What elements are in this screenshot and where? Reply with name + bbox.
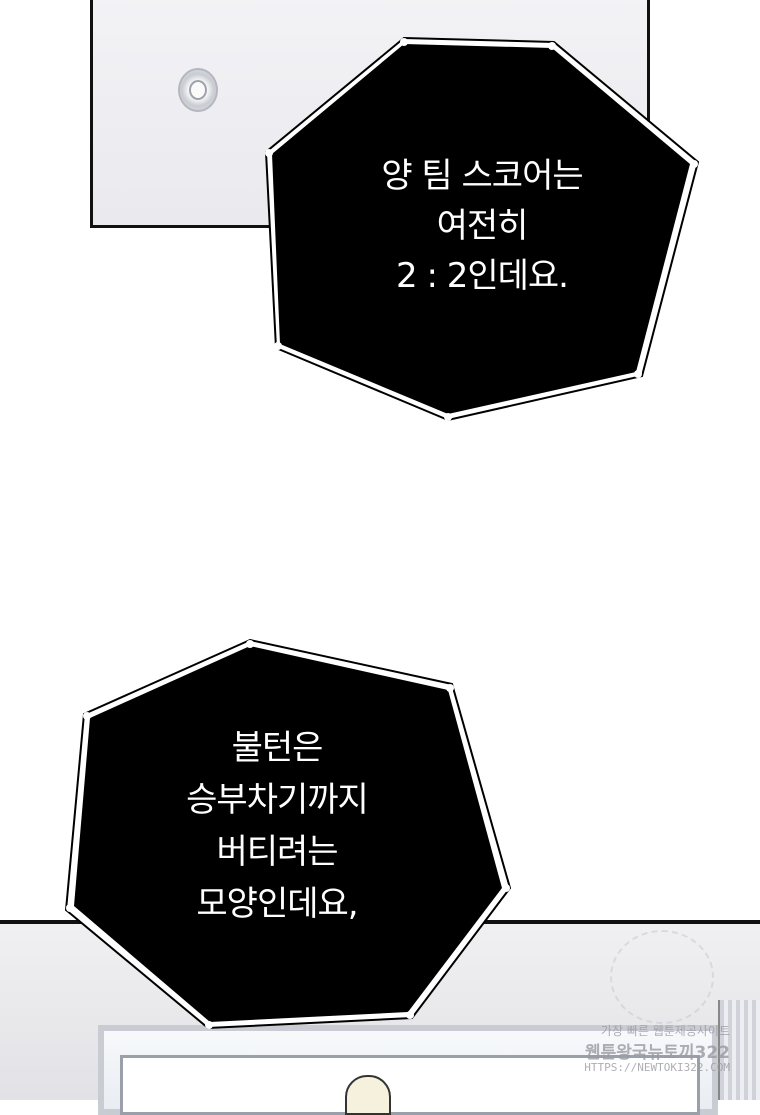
- speech-bubble-1-shape: [264, 36, 700, 422]
- bubble-2-line-2: 승부차기까지: [186, 780, 369, 820]
- speech-bubble-1: 양 팀 스코어는 여전히 2 : 2인데요.: [262, 36, 702, 426]
- bubble-1-line-2: 여전히: [436, 206, 529, 246]
- bubble-2-line-1: 불턴은: [231, 728, 324, 768]
- speech-bubble-1-text: 양 팀 스코어는 여전히 2 : 2인데요.: [262, 148, 702, 304]
- bubble-2-line-4: 모양인데요,: [196, 884, 358, 924]
- shelf: [718, 1000, 760, 1100]
- bubble-1-line-3: 2 : 2인데요.: [396, 256, 569, 296]
- watermark-site-name: 웹툰왕국뉴토끼322: [585, 1043, 730, 1063]
- speech-bubble-2: 불턴은 승부차기까지 버티려는 모양인데요,: [64, 638, 514, 1032]
- character-head-partial: [345, 1075, 391, 1115]
- speech-bubble-2-text: 불턴은 승부차기까지 버티려는 모양인데요,: [52, 720, 502, 932]
- bubble-2-line-3: 버티려는: [216, 832, 338, 872]
- watermark-url: HTTPS://NEWTOKI322.COM: [584, 1061, 730, 1074]
- wall-light-fixture: [178, 68, 218, 112]
- site-watermark: 가장 빠른 웹툰제공사이트 웹툰왕국뉴토끼322 HTTPS://NEWTOKI…: [560, 930, 760, 1090]
- speech-bubble-2-shape: [64, 638, 512, 1030]
- watermark-tagline: 가장 빠른 웹툰제공사이트: [600, 1024, 730, 1038]
- bubble-1-line-1: 양 팀 스코어는: [381, 156, 583, 196]
- watermark-mascot-icon: [610, 930, 714, 1024]
